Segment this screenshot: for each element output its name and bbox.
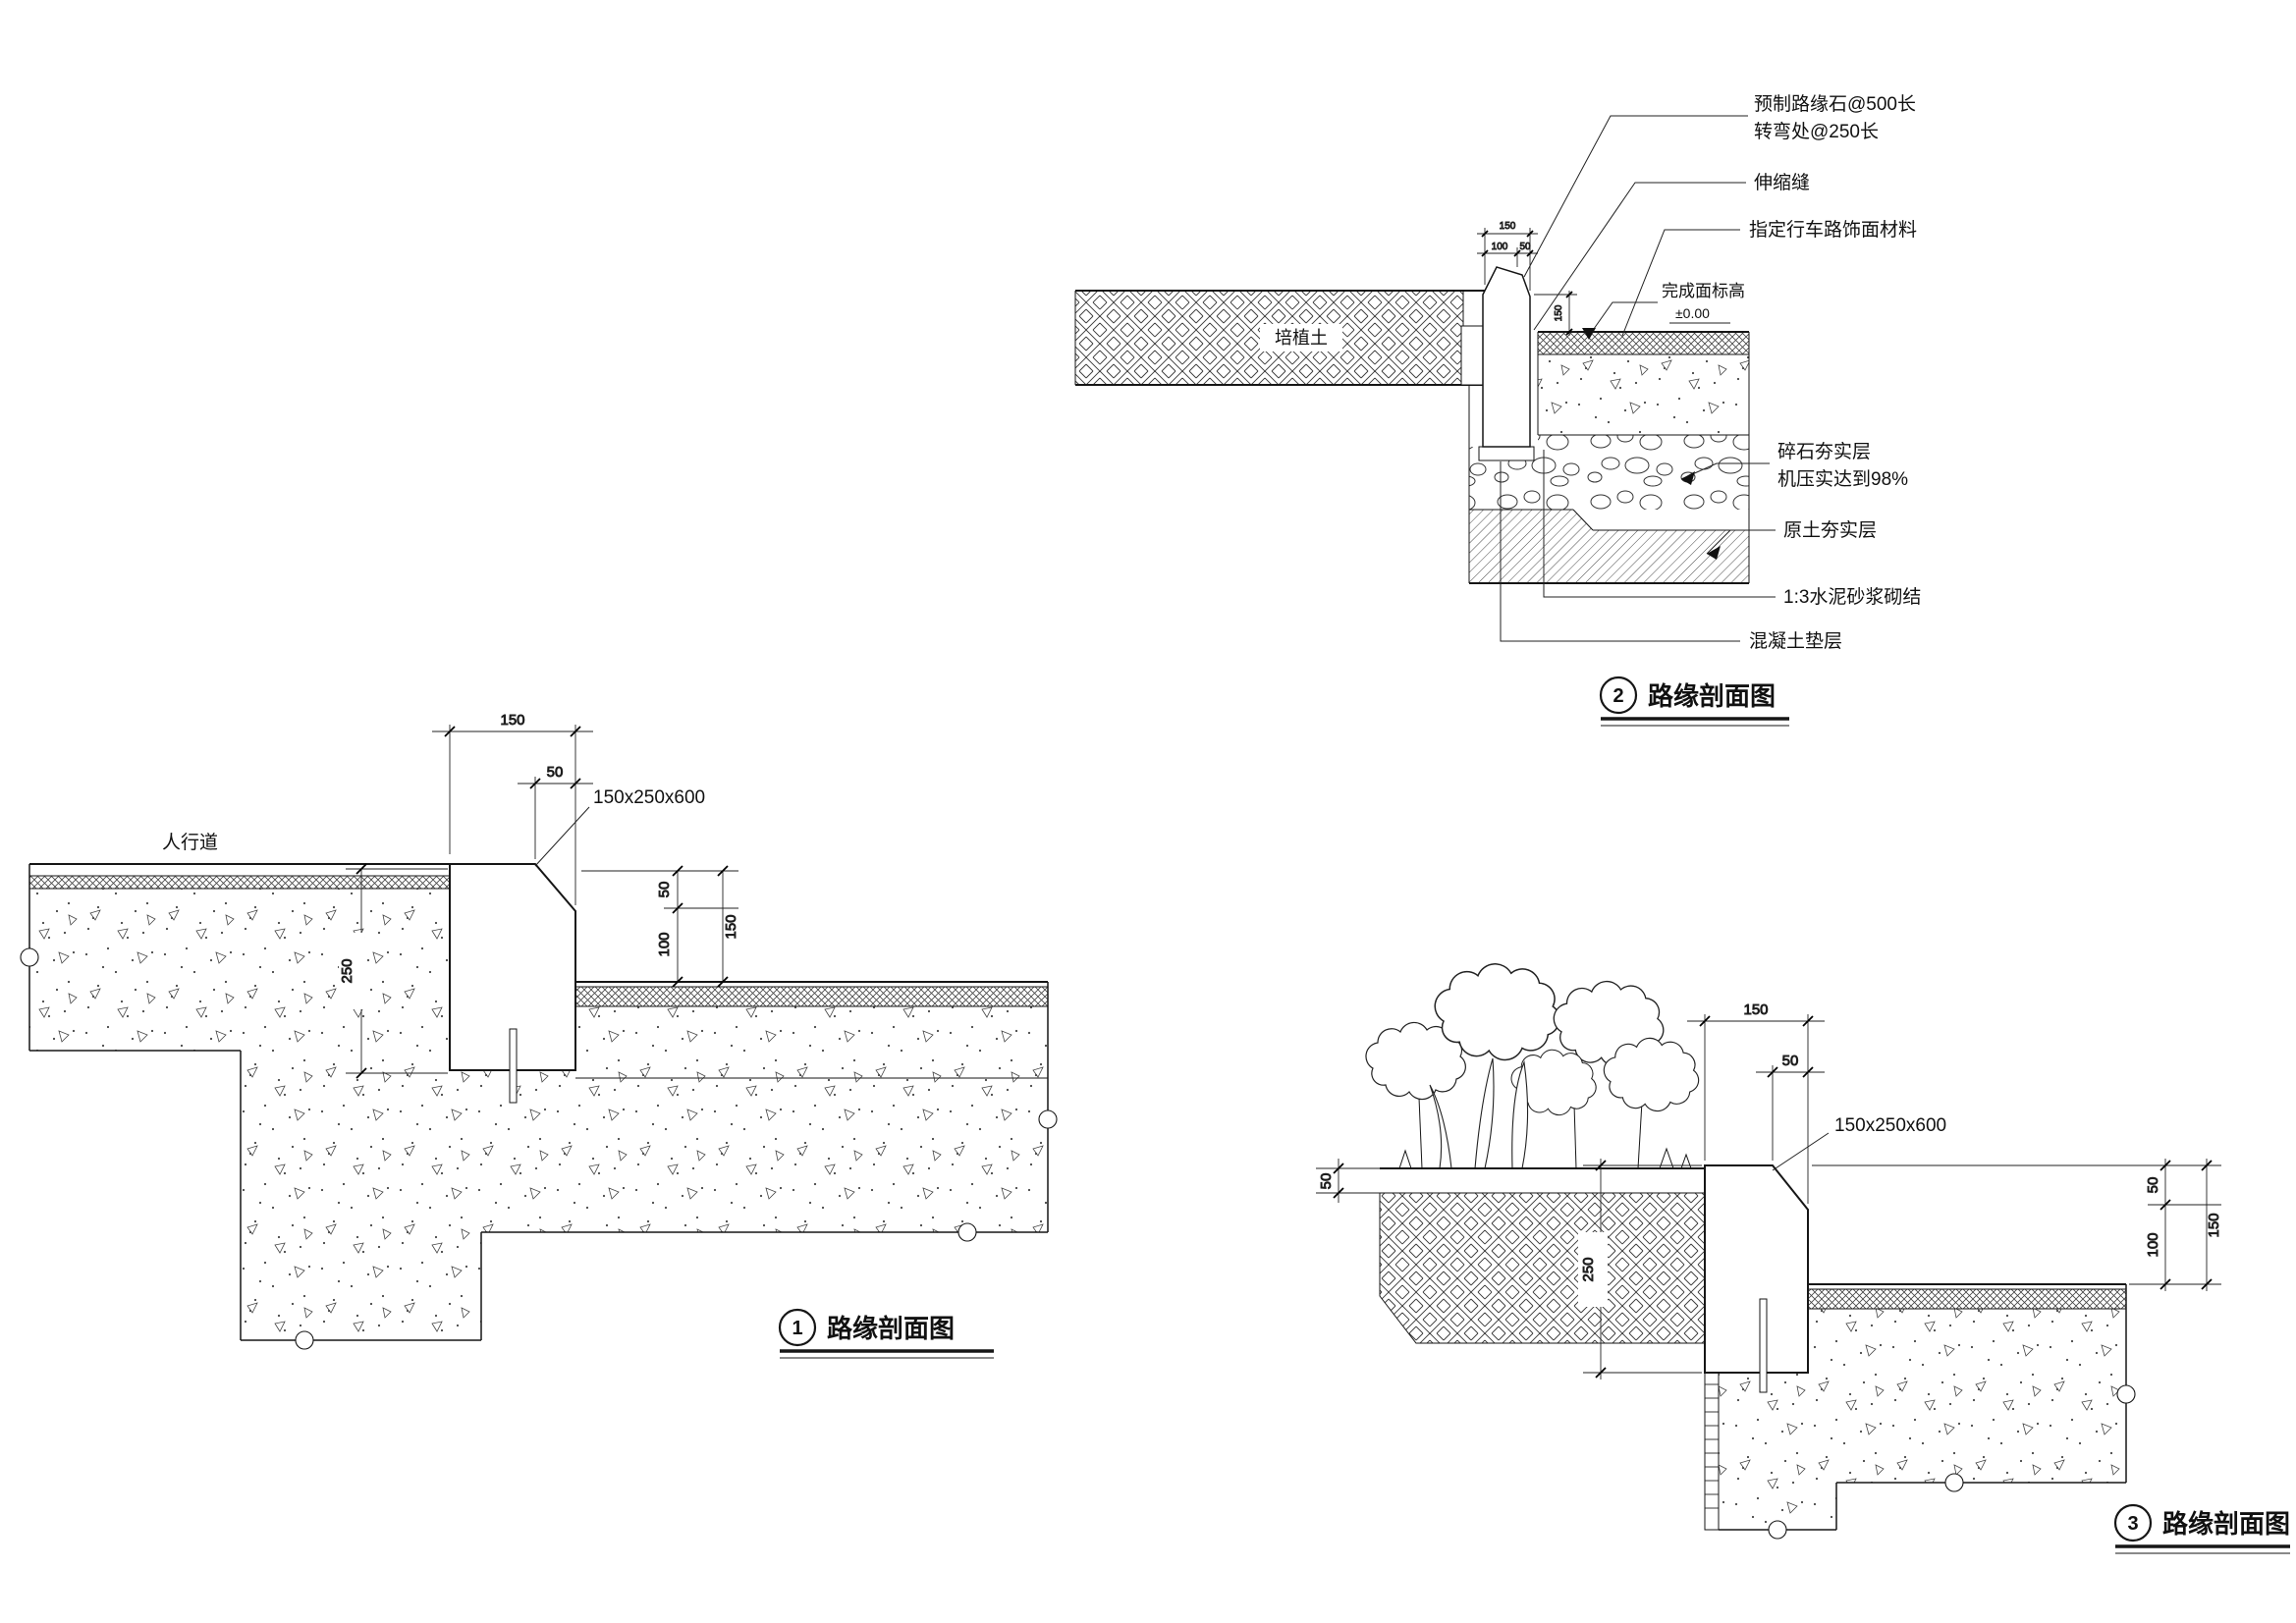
concrete-mass <box>1719 1309 2126 1530</box>
concrete-mass <box>29 889 1048 1340</box>
curb-stone <box>1704 1164 1809 1374</box>
d3-dimensions: 150 50 50 250 <box>1316 1001 2222 1380</box>
curb-stone <box>1482 266 1531 448</box>
road-concrete-layer <box>1538 354 1749 435</box>
d1-title-block: 1 路缘剖面图 <box>778 1308 994 1359</box>
road-paving-layer <box>1808 1289 2126 1309</box>
curb-size-label: 150x250x600 <box>1834 1115 1946 1136</box>
finish-level-value: ±0.00 <box>1675 305 1710 321</box>
detail-1-curb-section: 150 50 250 50 100 <box>20 712 1058 1359</box>
planting-soil-label: 培植土 <box>1275 328 1328 348</box>
svg-text:100: 100 <box>2145 1232 2161 1257</box>
sidewalk-paving-layer <box>29 876 450 889</box>
svg-text:50: 50 <box>1519 242 1531 252</box>
dowel-pin <box>1759 1298 1768 1393</box>
mortar-label: 1:3水泥砂浆砌结 <box>1783 586 1921 608</box>
curb-stone <box>449 863 576 1071</box>
gravel-layer-label: 碎石夯实层 <box>1777 441 1871 462</box>
curb-size-label: 150x250x600 <box>593 787 705 808</box>
svg-text:150: 150 <box>723 914 739 939</box>
surface-material-label: 指定行车路饰面材料 <box>1749 219 1917 241</box>
subsoil-layer <box>1469 510 1749 583</box>
precast-curb-label: 预制路缘石@500长 <box>1754 93 1916 115</box>
d2-annotations: 预制路缘石@500长 转弯处@250长 伸缩缝 指定行车路饰面材料 完成面标高 … <box>1500 93 1921 652</box>
mortar-joint-strip <box>1704 1342 1720 1531</box>
d1-title: 路缘剖面图 <box>827 1314 955 1343</box>
d2-title-block: 2 路缘剖面图 <box>1599 676 1789 727</box>
d3-title-block: 3 路缘剖面图 <box>2113 1503 2290 1554</box>
svg-text:50: 50 <box>1782 1053 1799 1069</box>
svg-text:150: 150 <box>500 712 524 729</box>
concrete-cushion-label: 混凝土垫层 <box>1749 630 1842 652</box>
svg-text:250: 250 <box>1580 1257 1597 1281</box>
finish-level-label: 完成面标高 <box>1662 282 1745 300</box>
svg-text:50: 50 <box>656 882 673 898</box>
break-symbols <box>20 947 1058 1350</box>
expansion-joint-label: 伸缩缝 <box>1754 172 1810 193</box>
svg-text:250: 250 <box>339 958 355 983</box>
shrub-planting <box>1365 963 1700 1169</box>
detail-3-curb-section: 150 50 50 250 <box>1316 963 2290 1554</box>
svg-text:150: 150 <box>1554 304 1564 321</box>
road-finish-layer <box>1538 332 1749 354</box>
sidewalk-label: 人行道 <box>162 832 218 853</box>
d1-number: 1 <box>792 1318 802 1339</box>
svg-text:150: 150 <box>1743 1001 1768 1018</box>
break-symbols <box>1768 1384 2136 1540</box>
svg-text:50: 50 <box>1318 1173 1335 1190</box>
dowel-pin <box>509 1028 518 1104</box>
planting-soil-hatch <box>1380 1193 1705 1343</box>
precast-curb-label-2: 转弯处@250长 <box>1754 121 1879 142</box>
svg-text:150: 150 <box>2206 1213 2222 1237</box>
curb-backing-block <box>1460 325 1486 386</box>
d3-title: 路缘剖面图 <box>2162 1509 2290 1539</box>
svg-text:150: 150 <box>1500 221 1516 232</box>
gravel-layer-label-2: 机压实达到98% <box>1777 468 1908 490</box>
svg-text:50: 50 <box>2145 1177 2161 1194</box>
road-paving-layer <box>575 987 1048 1006</box>
svg-text:50: 50 <box>547 764 564 781</box>
svg-text:100: 100 <box>1492 242 1508 252</box>
d2-number: 2 <box>1613 685 1623 707</box>
svg-text:100: 100 <box>656 932 673 956</box>
d3-number: 3 <box>2127 1513 2138 1535</box>
d1-dimensions: 150 50 250 50 100 <box>339 712 739 1079</box>
concrete-cushion-block <box>1478 446 1535 461</box>
d2-top-dimensions: 150 100 50 150 <box>1477 221 1577 336</box>
detail-2-curb-section: 培植土 <box>1074 93 1921 727</box>
subsoil-label: 原土夯实层 <box>1783 519 1877 541</box>
d2-title: 路缘剖面图 <box>1648 681 1776 711</box>
